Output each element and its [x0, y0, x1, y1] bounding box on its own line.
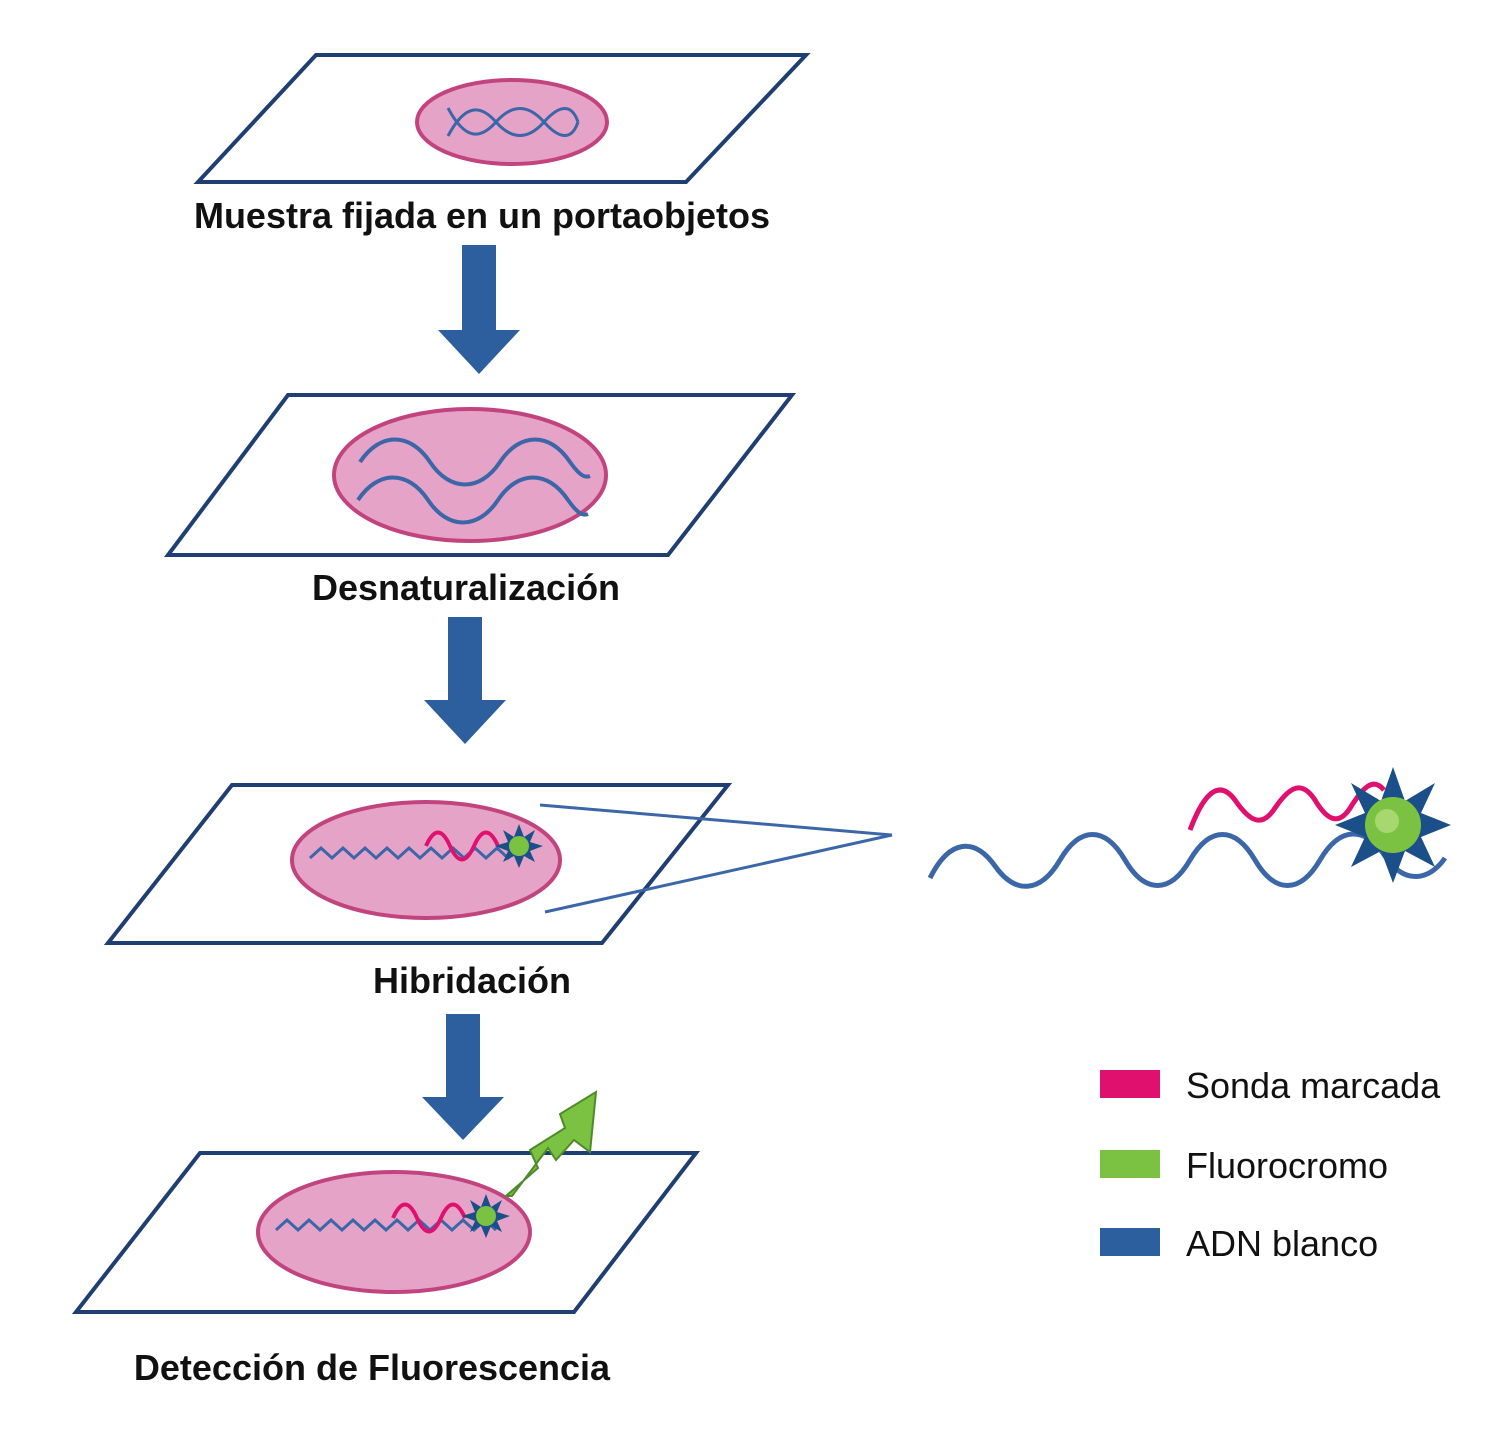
target-dna-strand — [274, 1217, 498, 1233]
legend-label-probe: Sonda marcada — [1186, 1065, 1441, 1106]
legend-label-target-dna: ADN blanco — [1186, 1223, 1378, 1264]
slide-step-4 — [71, 1090, 701, 1314]
slide-step-1 — [193, 53, 811, 184]
legend-swatch-fluorochrome — [1100, 1150, 1160, 1178]
cell-nucleus — [290, 800, 562, 920]
step-label-2: Desnaturalización — [312, 567, 620, 608]
cell-nucleus — [256, 1170, 532, 1294]
hybridization-zoom-detail — [927, 767, 1451, 889]
fluorescence-emission-bolt-icon — [503, 1090, 598, 1197]
legend-swatch-target-dna — [1100, 1228, 1160, 1256]
labeled-probe-zoom — [1187, 781, 1386, 831]
down-arrow-1 — [438, 245, 520, 374]
legend-swatch-probe — [1100, 1070, 1160, 1098]
labeled-probe — [391, 1202, 467, 1234]
cell-nucleus — [415, 78, 609, 166]
double-helix-icon — [446, 107, 580, 137]
fluorochrome-star-icon — [495, 824, 543, 868]
target-dna-strand — [308, 845, 532, 861]
slide-step-3 — [103, 783, 893, 945]
down-arrow-2 — [424, 617, 506, 744]
step-label-3: Hibridación — [373, 960, 571, 1001]
down-arrow-3 — [422, 1014, 504, 1140]
dna-strand-lower — [356, 475, 589, 525]
legend-label-fluorochrome: Fluorocromo — [1186, 1145, 1388, 1186]
slide-step-2 — [164, 393, 797, 557]
zoom-line-upper — [539, 803, 893, 837]
step-label-1: Muestra fijada en un portaobjetos — [194, 195, 770, 236]
dna-strand-upper — [358, 437, 591, 487]
step-label-4: Detección de Fluorescencia — [134, 1347, 611, 1388]
fluorochrome-star-icon — [462, 1194, 510, 1238]
legend: Sonda marcada Fluorocromo ADN blanco — [1100, 1065, 1441, 1264]
labeled-probe — [424, 830, 500, 862]
zoom-line-lower — [544, 833, 893, 914]
fluorochrome-star-icon-large — [1335, 767, 1451, 883]
